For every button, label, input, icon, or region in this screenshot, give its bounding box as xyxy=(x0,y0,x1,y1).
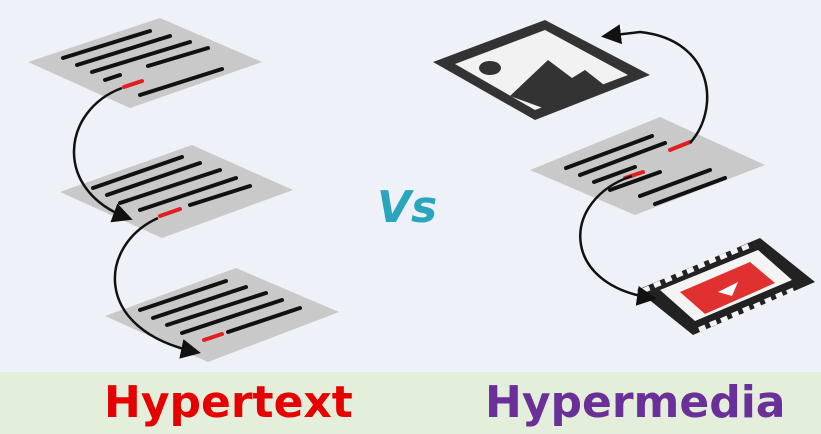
link-arrow-icon xyxy=(601,24,709,144)
hypertext-title: Hypertext xyxy=(104,377,353,428)
hypertext-document-1-icon xyxy=(28,18,262,108)
video-icon xyxy=(637,238,815,335)
label-banner xyxy=(0,372,821,434)
versus-label: Vs xyxy=(377,182,438,233)
diagram-artwork xyxy=(28,18,815,362)
hypermedia-title: Hypermedia xyxy=(485,377,786,428)
hypertext-document-3-icon xyxy=(105,268,339,362)
hypertext-document-2-icon xyxy=(60,145,293,238)
link-arrow-icon xyxy=(72,86,133,223)
hypermedia-document-icon xyxy=(530,117,765,215)
link-arrow-icon xyxy=(579,174,657,306)
link-arrow-icon xyxy=(113,216,201,359)
image-icon xyxy=(433,20,650,120)
